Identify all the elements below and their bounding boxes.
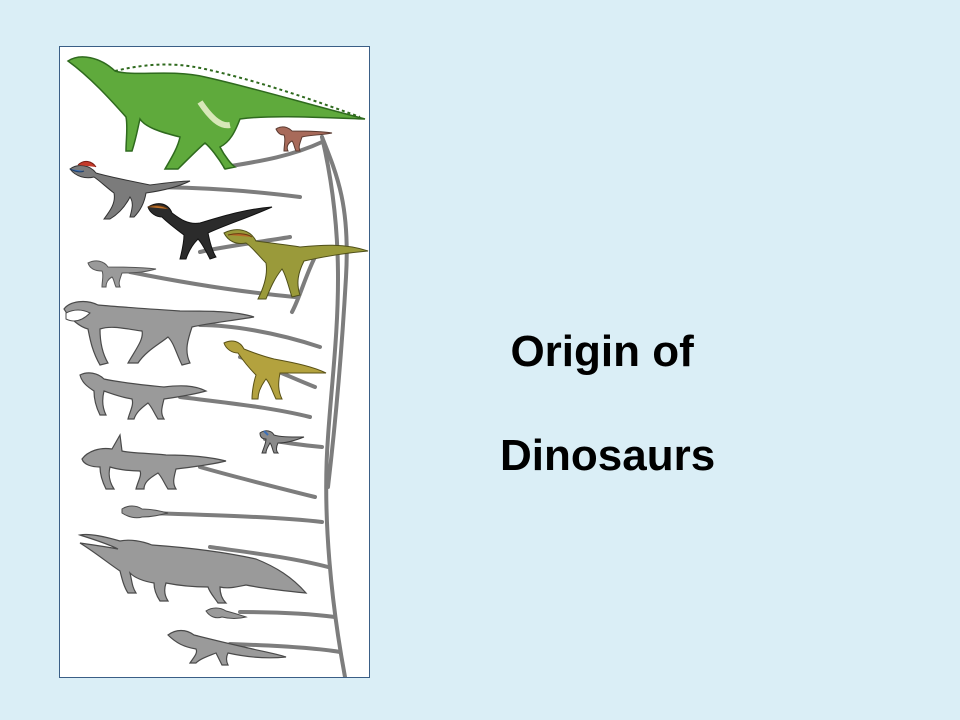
tiny-dinosaur-illustration	[259, 430, 305, 454]
crocodilian-illustration	[77, 533, 308, 604]
branch-mid-grey	[178, 395, 312, 419]
bottom-reptile-illustration	[167, 629, 287, 666]
small-reptile-illustration	[205, 607, 248, 619]
small-archosaur-illustration	[87, 260, 157, 288]
green-dinosaur-illustration	[66, 56, 366, 170]
slide-title-line-1: Origin of	[510, 327, 694, 376]
branch-bottom	[228, 642, 342, 654]
phylogeny-tree-illustration	[63, 56, 369, 677]
small-dinosaur-illustration	[275, 126, 333, 152]
ochre-dinosaur-illustration	[223, 340, 327, 400]
branch-crocodilian	[208, 545, 330, 569]
branch-green	[223, 140, 324, 169]
mid-archosaur-illustration	[79, 372, 208, 420]
branch-small-lizard	[148, 511, 324, 524]
slide-title: Origin of Dinosaurs	[486, 274, 715, 534]
branch-horned	[198, 465, 317, 499]
black-theropod-illustration	[147, 203, 273, 260]
slide-title-line-2: Dinosaurs	[500, 431, 716, 480]
horned-archosaur-illustration	[81, 433, 227, 490]
main-trunk	[320, 135, 347, 677]
branch-olive-theropod	[290, 255, 317, 314]
olive-theropod-illustration	[223, 229, 369, 300]
branch-small-bottom	[238, 610, 337, 619]
branch-small-grey	[128, 270, 297, 299]
crested-theropod-illustration	[69, 160, 191, 220]
large-archosaur-illustration	[63, 300, 255, 366]
branch-large-grey	[198, 323, 322, 349]
tree-branches	[128, 135, 349, 677]
branch-top-right	[320, 135, 349, 489]
phylogeny-figure	[59, 46, 370, 678]
small-lizard-illustration	[121, 505, 169, 519]
